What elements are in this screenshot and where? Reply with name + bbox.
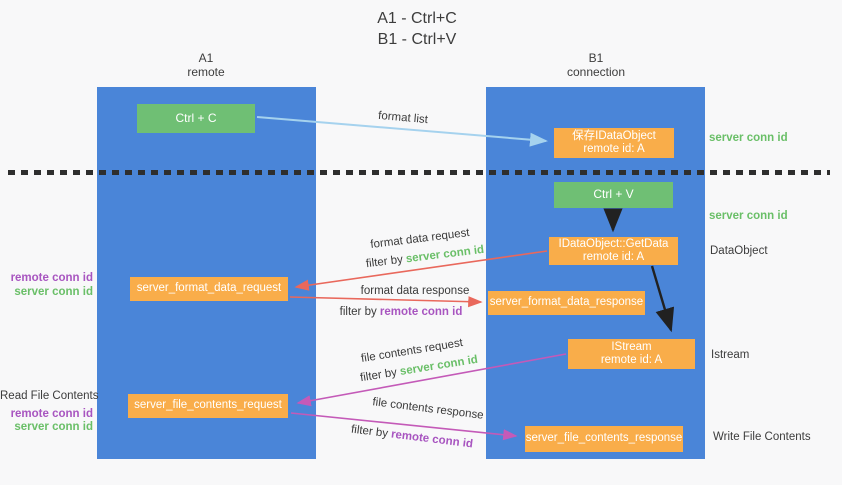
label-remote-conn-id-bottom-left: remote conn id: [10, 408, 93, 420]
arrow-file-contents-request: [296, 353, 567, 407]
node-idataobject-getdata: IDataObject::GetData remote id: A: [549, 237, 678, 265]
node-save-idataobject-line1: 保存IDataObject: [572, 129, 656, 142]
title-line-1: A1 - Ctrl+C: [377, 10, 457, 27]
node-format-response-label: server_format_data_response: [489, 296, 644, 309]
node-getdata-line2: remote id: A: [582, 251, 645, 263]
lane-b1-name: B1: [588, 51, 604, 65]
lane-a1-subtitle: remote: [187, 65, 225, 79]
label-server-conn-id-mid-right: server conn id: [709, 210, 788, 222]
node-file-response-label: server_file_contents_response: [525, 432, 683, 445]
lane-b1-subtitle: connection: [566, 65, 626, 79]
node-server-file-contents-request: server_file_contents_request: [128, 394, 288, 418]
annotation-filter-remote-conn-1: filter by remote conn id: [340, 306, 463, 318]
node-save-idataobject-line2: remote id: A: [583, 143, 645, 155]
node-file-request-label: server_file_contents_request: [134, 399, 282, 412]
arrow-file-contents-response: [290, 412, 518, 441]
remote-conn-id-inline-1: remote conn id: [379, 306, 463, 318]
node-ctrl-v: Ctrl + V: [554, 182, 673, 208]
node-istream-line1: IStream: [611, 340, 652, 353]
label-read-file-contents: Read File Contents: [0, 390, 99, 402]
separator-dotted-line: [8, 170, 830, 175]
annotation-format-data-response: format data response: [360, 285, 470, 297]
lane-a1-name: A1: [198, 51, 214, 65]
arrow-format-data-response: [289, 296, 483, 308]
filter-by-text-2: filter by: [339, 306, 380, 318]
node-format-request-label: server_format_data_request: [136, 282, 282, 295]
label-server-conn-id-top-right: server conn id: [709, 132, 788, 144]
label-server-conn-id-bottom-left: server conn id: [14, 421, 93, 433]
node-server-format-data-request: server_format_data_request: [130, 277, 288, 301]
node-ctrl-c: Ctrl + C: [137, 104, 255, 133]
lane-header-b1: B1 connection: [567, 51, 625, 79]
node-getdata-line1: IDataObject::GetData: [558, 237, 669, 250]
node-ctrl-c-label: Ctrl + C: [175, 110, 217, 125]
label-server-conn-id-mid-left: server conn id: [14, 286, 93, 298]
arrow-getdata-to-istream: [650, 265, 675, 333]
label-dataobject: DataObject: [710, 245, 768, 257]
arrow-format-list: [256, 116, 548, 147]
node-server-format-data-response: server_format_data_response: [488, 291, 645, 315]
node-server-file-contents-response: server_file_contents_response: [525, 426, 683, 452]
node-save-idataobject: 保存IDataObject remote id: A: [554, 128, 674, 158]
label-remote-conn-id-mid-left: remote conn id: [10, 272, 93, 284]
lane-header-a1: A1 remote: [187, 51, 224, 79]
diagram-title: A1 - Ctrl+C B1 - Ctrl+V: [377, 8, 457, 50]
arrow-format-data-request: [294, 250, 548, 291]
label-write-file-contents: Write File Contents: [713, 431, 811, 443]
node-istream: IStream remote id: A: [568, 339, 695, 369]
node-ctrl-v-label: Ctrl + V: [593, 187, 634, 202]
node-istream-line2: remote id: A: [600, 354, 663, 366]
title-line-2: B1 - Ctrl+V: [377, 31, 457, 48]
label-istream: Istream: [711, 349, 750, 361]
